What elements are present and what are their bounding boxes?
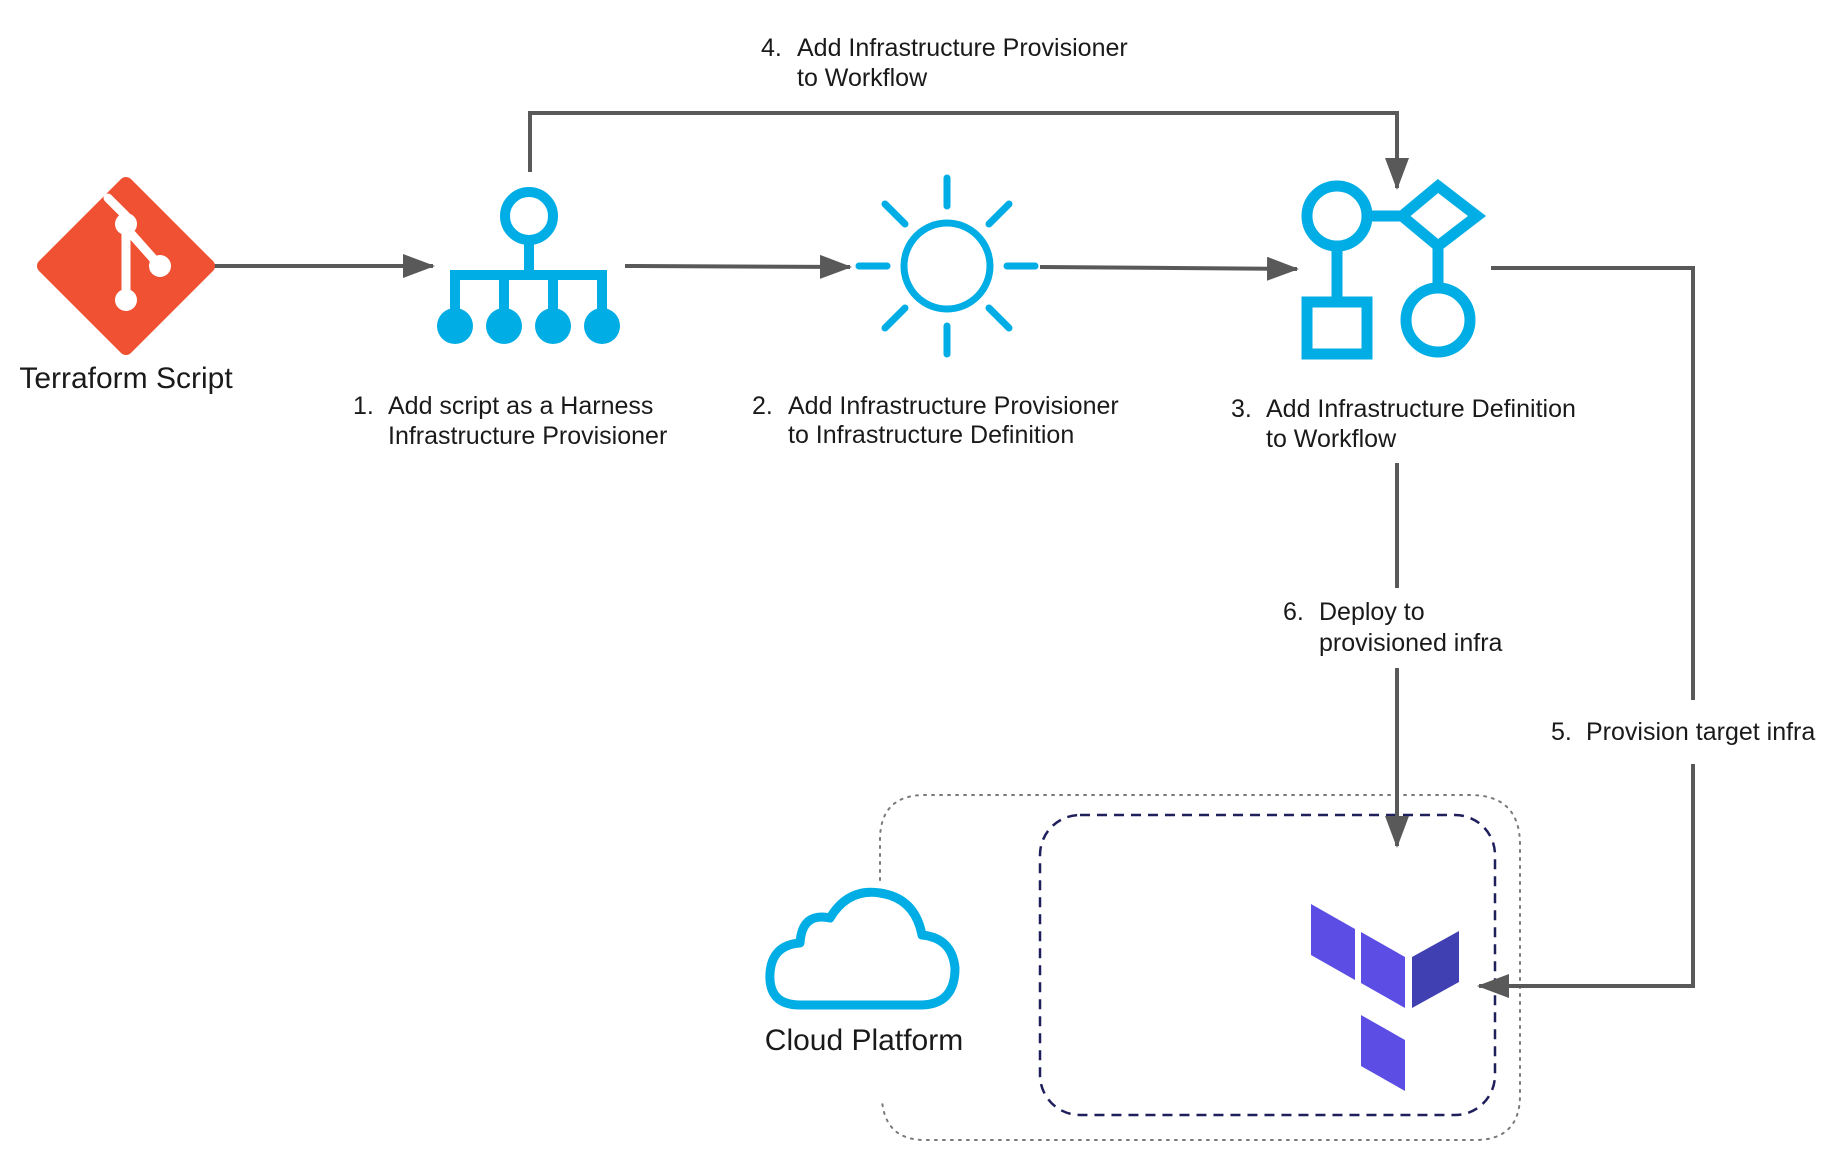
cloud-platform-boundary — [879, 794, 1521, 1141]
step2-number: 2. — [752, 392, 773, 420]
edge-step4-provisioner-to-workflow — [528, 111, 1409, 190]
step3-label: 3. Add Infrastructure Definition to Work… — [1231, 395, 1576, 453]
edge-step5-segment-bottom — [1477, 764, 1695, 998]
workflow-icon — [1301, 178, 1487, 360]
step2-label: 2. Add Infrastructure Provisioner to Inf… — [752, 392, 1119, 449]
step5-label: 5. Provision target infra — [1551, 718, 1815, 746]
step2-line-2: to Infrastructure Definition — [788, 421, 1074, 449]
step4-label: 4. Add Infrastructure Provisioner to Wor… — [761, 34, 1128, 92]
cloud-platform-label: Cloud Platform — [765, 1024, 963, 1057]
git-label: Terraform Script — [19, 362, 233, 395]
step3-number: 3. — [1231, 395, 1252, 423]
hierarchy-nodes — [437, 308, 620, 344]
step3-line-1: Add Infrastructure Definition — [1266, 395, 1576, 423]
step5-line-1: Provision target infra — [1586, 718, 1815, 746]
step1-label: 1. Add script as a Harness Infrastructur… — [353, 392, 667, 450]
step4-line-2: to Workflow — [797, 64, 928, 92]
cloud-icon — [765, 887, 960, 1010]
edge-definition-to-workflow — [1039, 256, 1299, 281]
step4-line-1: Add Infrastructure Provisioner — [797, 34, 1128, 62]
git-icon — [37, 177, 215, 355]
step2-line-1: Add Infrastructure Provisioner — [788, 392, 1119, 420]
step6-line-2: provisioned infra — [1319, 629, 1503, 657]
step6-line-1: Deploy to — [1319, 598, 1425, 626]
step4-number: 4. — [761, 34, 782, 62]
step1-line-2: Infrastructure Provisioner — [388, 422, 667, 450]
terraform-logo-icon — [1311, 904, 1459, 1091]
step1-number: 1. — [353, 392, 374, 420]
step6-number: 6. — [1283, 598, 1304, 626]
step6-label: 6. Deploy to provisioned infra — [1283, 598, 1503, 657]
step1-line-1: Add script as a Harness — [388, 392, 653, 420]
edge-provisioner-to-definition — [624, 254, 852, 279]
step3-line-2: to Workflow — [1266, 425, 1397, 453]
edge-step5-segment-top — [1491, 266, 1695, 700]
sun-icon — [855, 174, 1039, 358]
hierarchy-icon — [450, 187, 607, 318]
step5-number: 5. — [1551, 718, 1572, 746]
provisioned-infra-boundary — [1038, 813, 1497, 1117]
